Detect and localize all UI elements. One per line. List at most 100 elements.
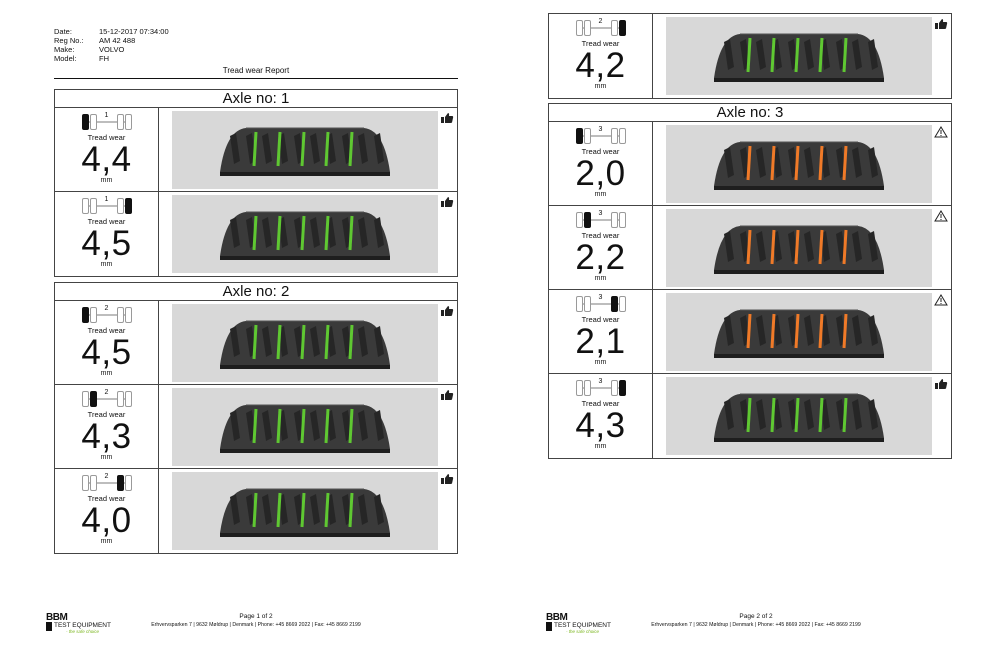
model-label: Model: [54,54,77,63]
tyre-scan-view [159,192,457,276]
tread-wear-panel: 1 Tread wear 4,5 mm [55,192,159,276]
warning-icon [934,210,948,222]
tyre-tread-image [220,488,390,537]
tread-wear-unit: mm [100,538,113,545]
axle-tyre-left-inner [89,475,97,491]
tread-wear-value: 4,2 [575,46,626,85]
bbm-logo: BBM TEST EQUIPMENT - the safe choice [46,612,111,634]
tread-wear-value: 2,1 [575,322,626,361]
axle-block: Axle no: 3 3 Tread wear 2,0 mm 3 Trea [548,103,952,459]
tyre-scan-view [159,108,457,191]
tread-wear-panel: 2 Tread wear 4,0 mm [55,469,159,553]
tyre-measurement-row: 3 Tread wear 2,1 mm [549,290,951,374]
axle-tyre-left-inner [583,128,591,144]
tyre-measurement-row: 3 Tread wear 4,3 mm [549,374,951,458]
tread-wear-label: Tread wear [581,315,620,324]
tread-wear-panel: 3 Tread wear 2,0 mm [549,122,653,205]
axle-number: 3 [598,294,603,301]
date-value: 15-12-2017 07:34:00 [99,27,169,36]
thumbs-up-icon [935,379,948,389]
axle-tyre-right-outer [618,20,626,36]
axle-tyre-right-outer [618,212,626,228]
axle-number: 2 [104,473,109,480]
tread-wear-label: Tread wear [581,39,620,48]
tyre-scan-view [159,385,457,468]
page-number: Page 1 of 2 [239,613,273,620]
axle-tyre-left-inner [583,20,591,36]
axle-number: 3 [598,126,603,133]
page-footer: BBM TEST EQUIPMENT - the safe choice Pag… [46,612,466,636]
axle-position-diagram: 3 [575,210,627,230]
axle-tyre-left-inner [89,114,97,130]
axle-number: 2 [104,305,109,312]
tyre-scan-view [159,301,457,384]
axle-tyre-left-inner [89,391,97,407]
thumbs-up-icon [441,390,454,400]
bbm-logo: BBM TEST EQUIPMENT - the safe choice [546,612,611,634]
tyre-scan-image [172,304,438,382]
company-address: Erhvervsparken 7 | 9632 Møldrup | Denmar… [151,622,361,628]
tyre-tread-image [220,211,390,260]
tread-wear-value: 4,4 [81,140,132,179]
axle-number: 2 [104,389,109,396]
axle-number: 1 [104,196,109,203]
axle-tyre-right-inner [610,128,618,144]
axle-number: 1 [104,112,109,119]
axle-tyre-left-outer [81,475,89,491]
axle-tyre-right-inner [116,307,124,323]
tyre-scan-image [172,388,438,466]
tyre-tread-image [714,393,884,442]
axle-title: Axle no: 2 [55,283,457,301]
make-value: VOLVO [99,45,125,54]
tread-wear-unit: mm [100,261,113,268]
tread-wear-unit: mm [594,359,607,366]
axle-tyre-right-inner [116,391,124,407]
tread-wear-panel: 3 Tread wear 2,1 mm [549,290,653,373]
tread-wear-unit: mm [100,177,113,184]
axle-number: 2 [598,18,603,25]
tyre-scan-view [159,469,457,553]
tyre-tread-image [714,225,884,274]
thumbs-up-icon [441,113,454,123]
title-divider [54,78,458,79]
tyre-scan-image [666,293,932,371]
tyre-scan-view [653,14,951,98]
tyre-tread-image [220,127,390,176]
axle-tyre-right-inner [610,212,618,228]
axle-position-diagram: 3 [575,378,627,398]
axle-position-diagram: 2 [81,473,133,493]
tyre-scan-view [653,206,951,289]
axle-tyre-left-inner [89,307,97,323]
axle-title: Axle no: 1 [55,90,457,108]
axle-tyre-right-inner [116,198,124,214]
axle-tyre-right-inner [610,20,618,36]
axle-position-diagram: 3 [575,294,627,314]
axle-block: Axle no: 2 2 Tread wear 4,5 mm 2 Tread w… [54,282,458,554]
axle-tyre-left-inner [89,198,97,214]
warning-icon [934,126,948,138]
axle-tyre-right-outer [618,296,626,312]
axle-tyre-left-outer [81,198,89,214]
tyre-scan-image [666,209,932,287]
tread-wear-unit: mm [594,443,607,450]
page-number: Page 2 of 2 [739,613,773,620]
tread-wear-value: 4,5 [81,333,132,372]
axle-tyre-right-inner [610,296,618,312]
tyre-measurement-row: 1 Tread wear 4,4 mm [55,108,457,192]
axle-tyre-right-outer [124,391,132,407]
tyre-tread-image [220,404,390,453]
axle-tyre-right-outer [618,128,626,144]
tread-wear-panel: 2 Tread wear 4,2 mm [549,14,653,98]
axle-tyre-right-outer [124,114,132,130]
thumbs-up-icon [935,19,948,29]
thumbs-up-icon [441,306,454,316]
tread-wear-unit: mm [594,191,607,198]
axle-tyre-right-outer [618,380,626,396]
tyre-measurement-row: 2 Tread wear 4,3 mm [55,385,457,469]
axle-tyre-right-outer [124,475,132,491]
axle-number: 3 [598,378,603,385]
tread-wear-label: Tread wear [581,147,620,156]
axle-position-diagram: 2 [575,18,627,38]
axle-tyre-left-outer [575,20,583,36]
tyre-scan-image [172,195,438,273]
